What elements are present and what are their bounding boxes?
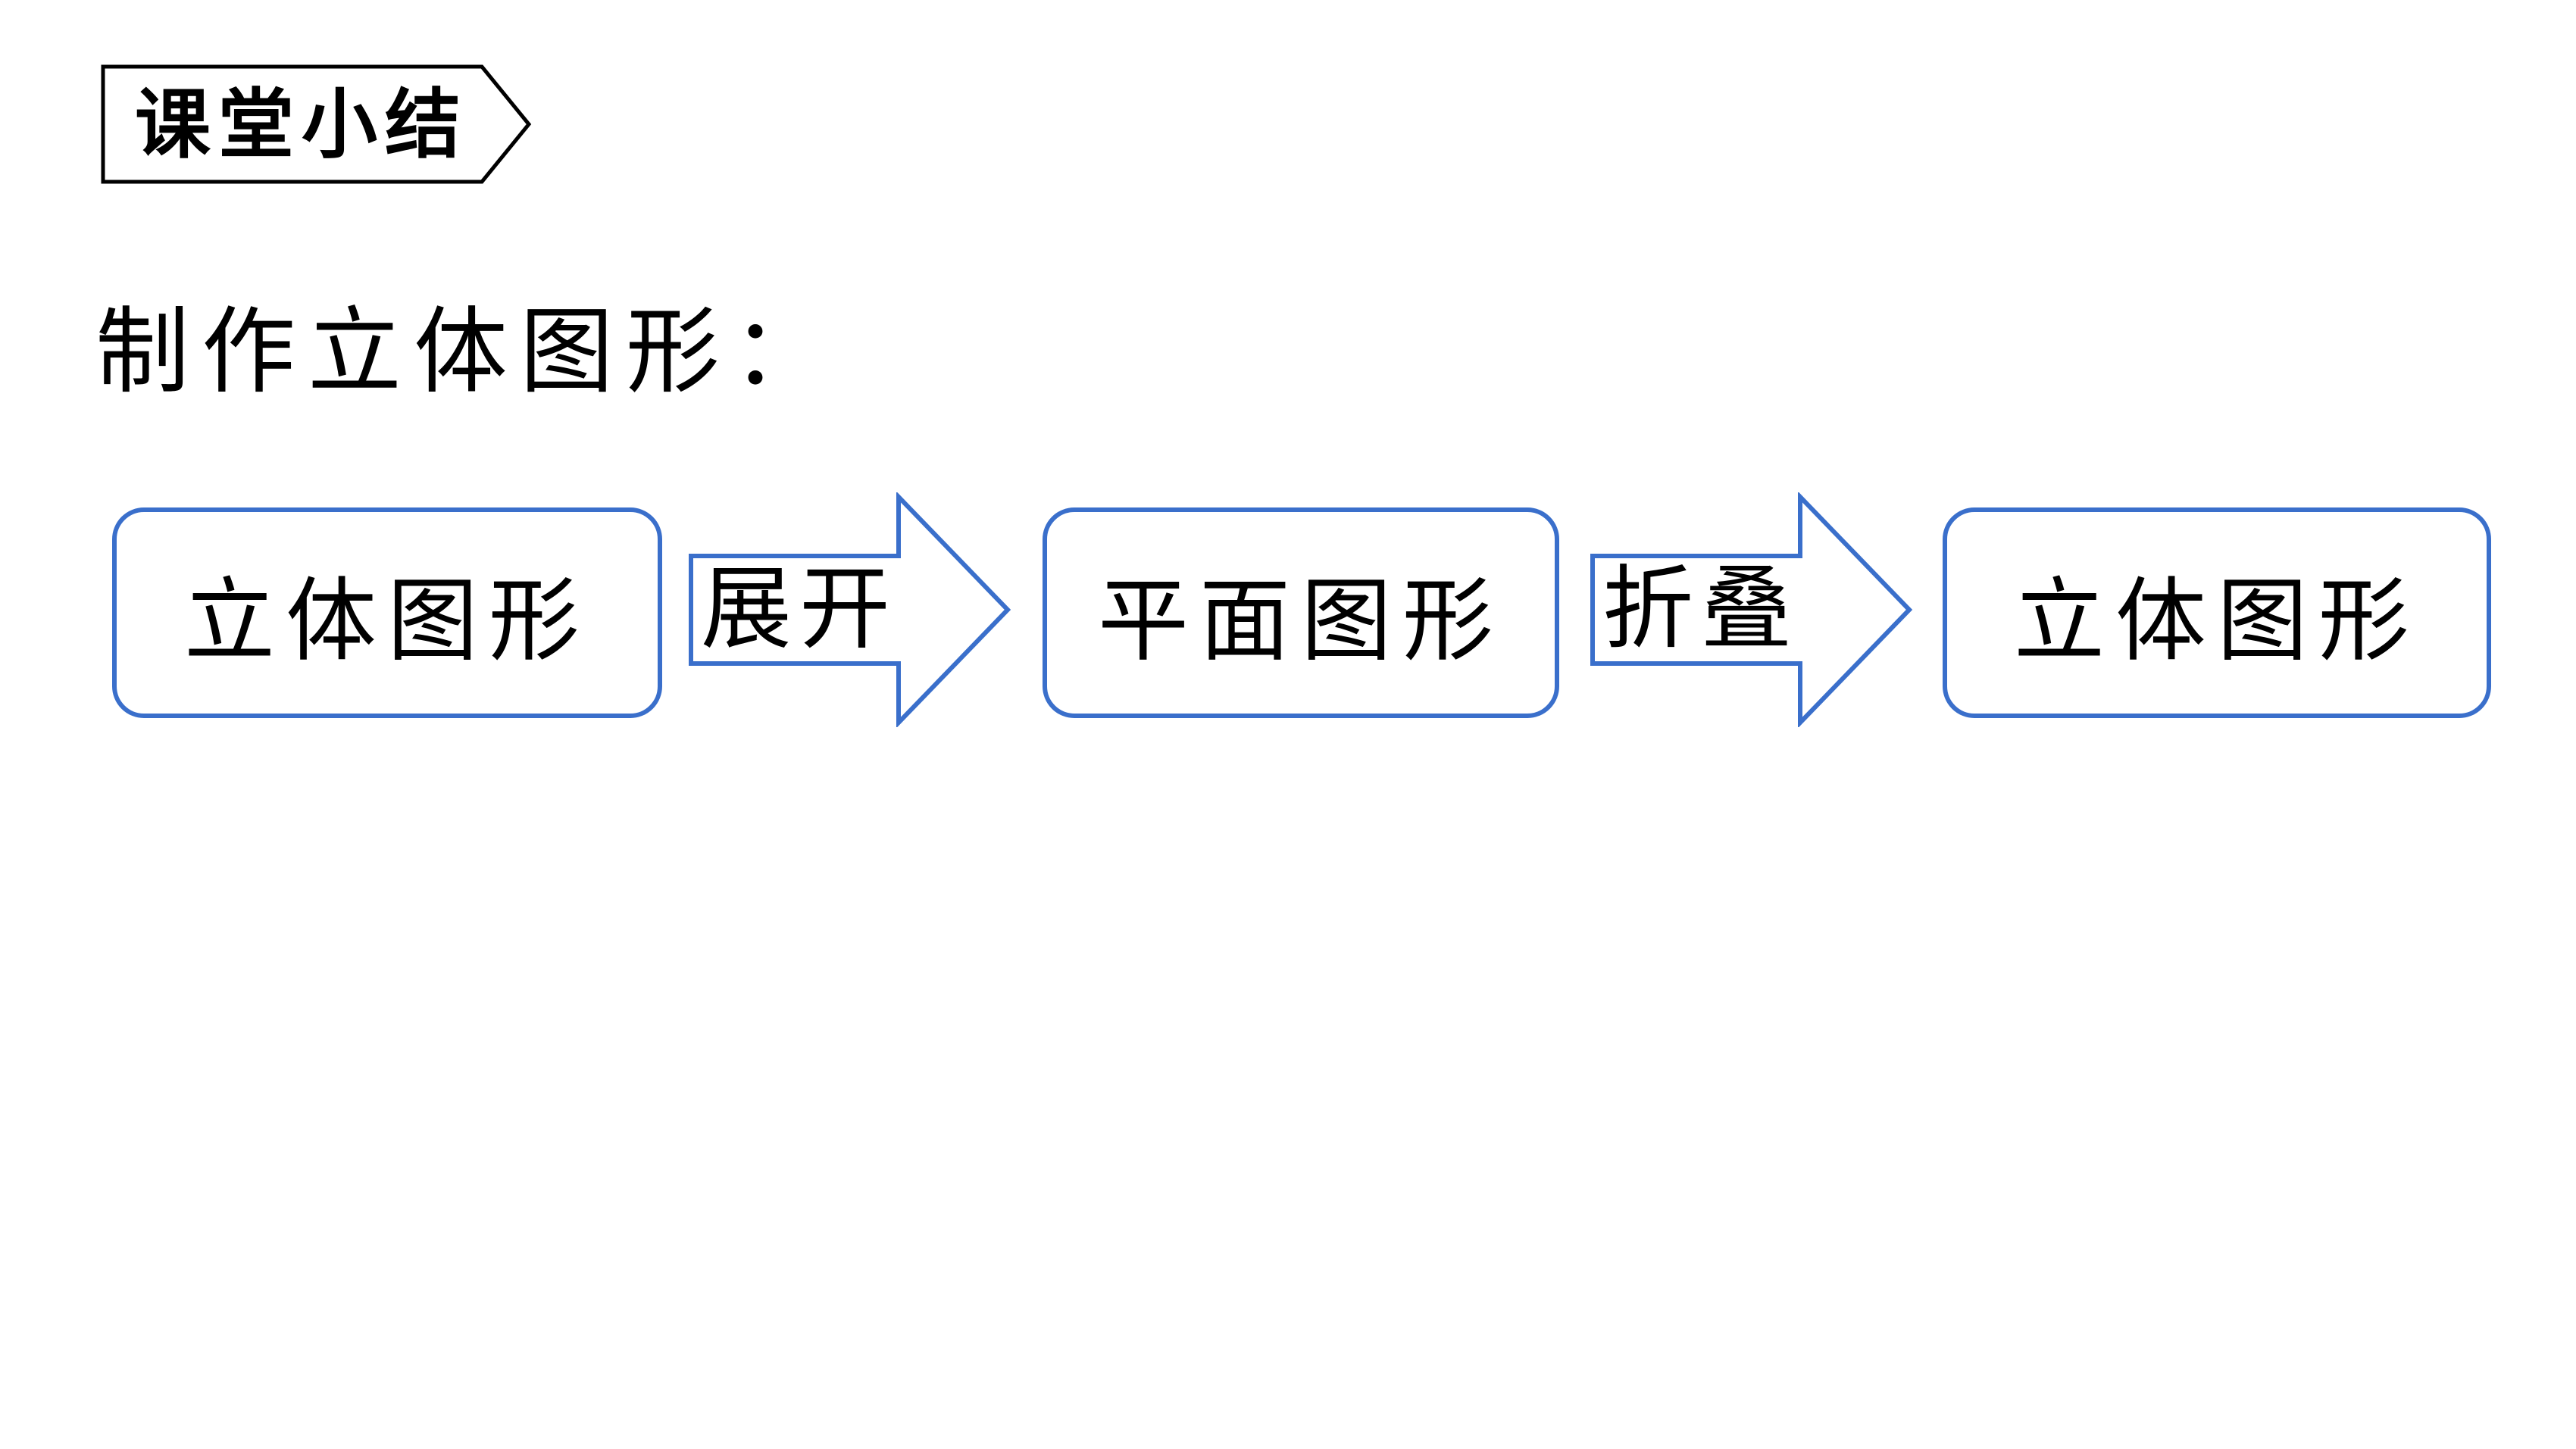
right-arrow-icon: [1590, 492, 1913, 727]
flow-node-solid-start: 立体图形: [112, 507, 662, 718]
flow-node-label: 立体图形: [2014, 569, 2420, 674]
slide-subtitle: 制作立体图形：: [95, 298, 839, 407]
flow-arrow-label: 展开: [701, 557, 898, 662]
flow-node-plane: 平面图形: [1043, 507, 1559, 718]
flow-node-label: 平面图形: [1098, 569, 1504, 674]
flow-arrow-fold: 折叠: [1588, 492, 1914, 727]
flow-node-label: 立体图形: [184, 569, 590, 674]
section-tag-frame: [101, 64, 532, 184]
flow-arrow-label: 折叠: [1602, 557, 1799, 662]
flow-node-solid-end: 立体图形: [1943, 507, 2491, 718]
right-arrow-icon: [689, 492, 1011, 727]
section-tag-label: 课堂小结: [135, 80, 468, 169]
flow-arrow-unfold: 展开: [686, 492, 1012, 727]
